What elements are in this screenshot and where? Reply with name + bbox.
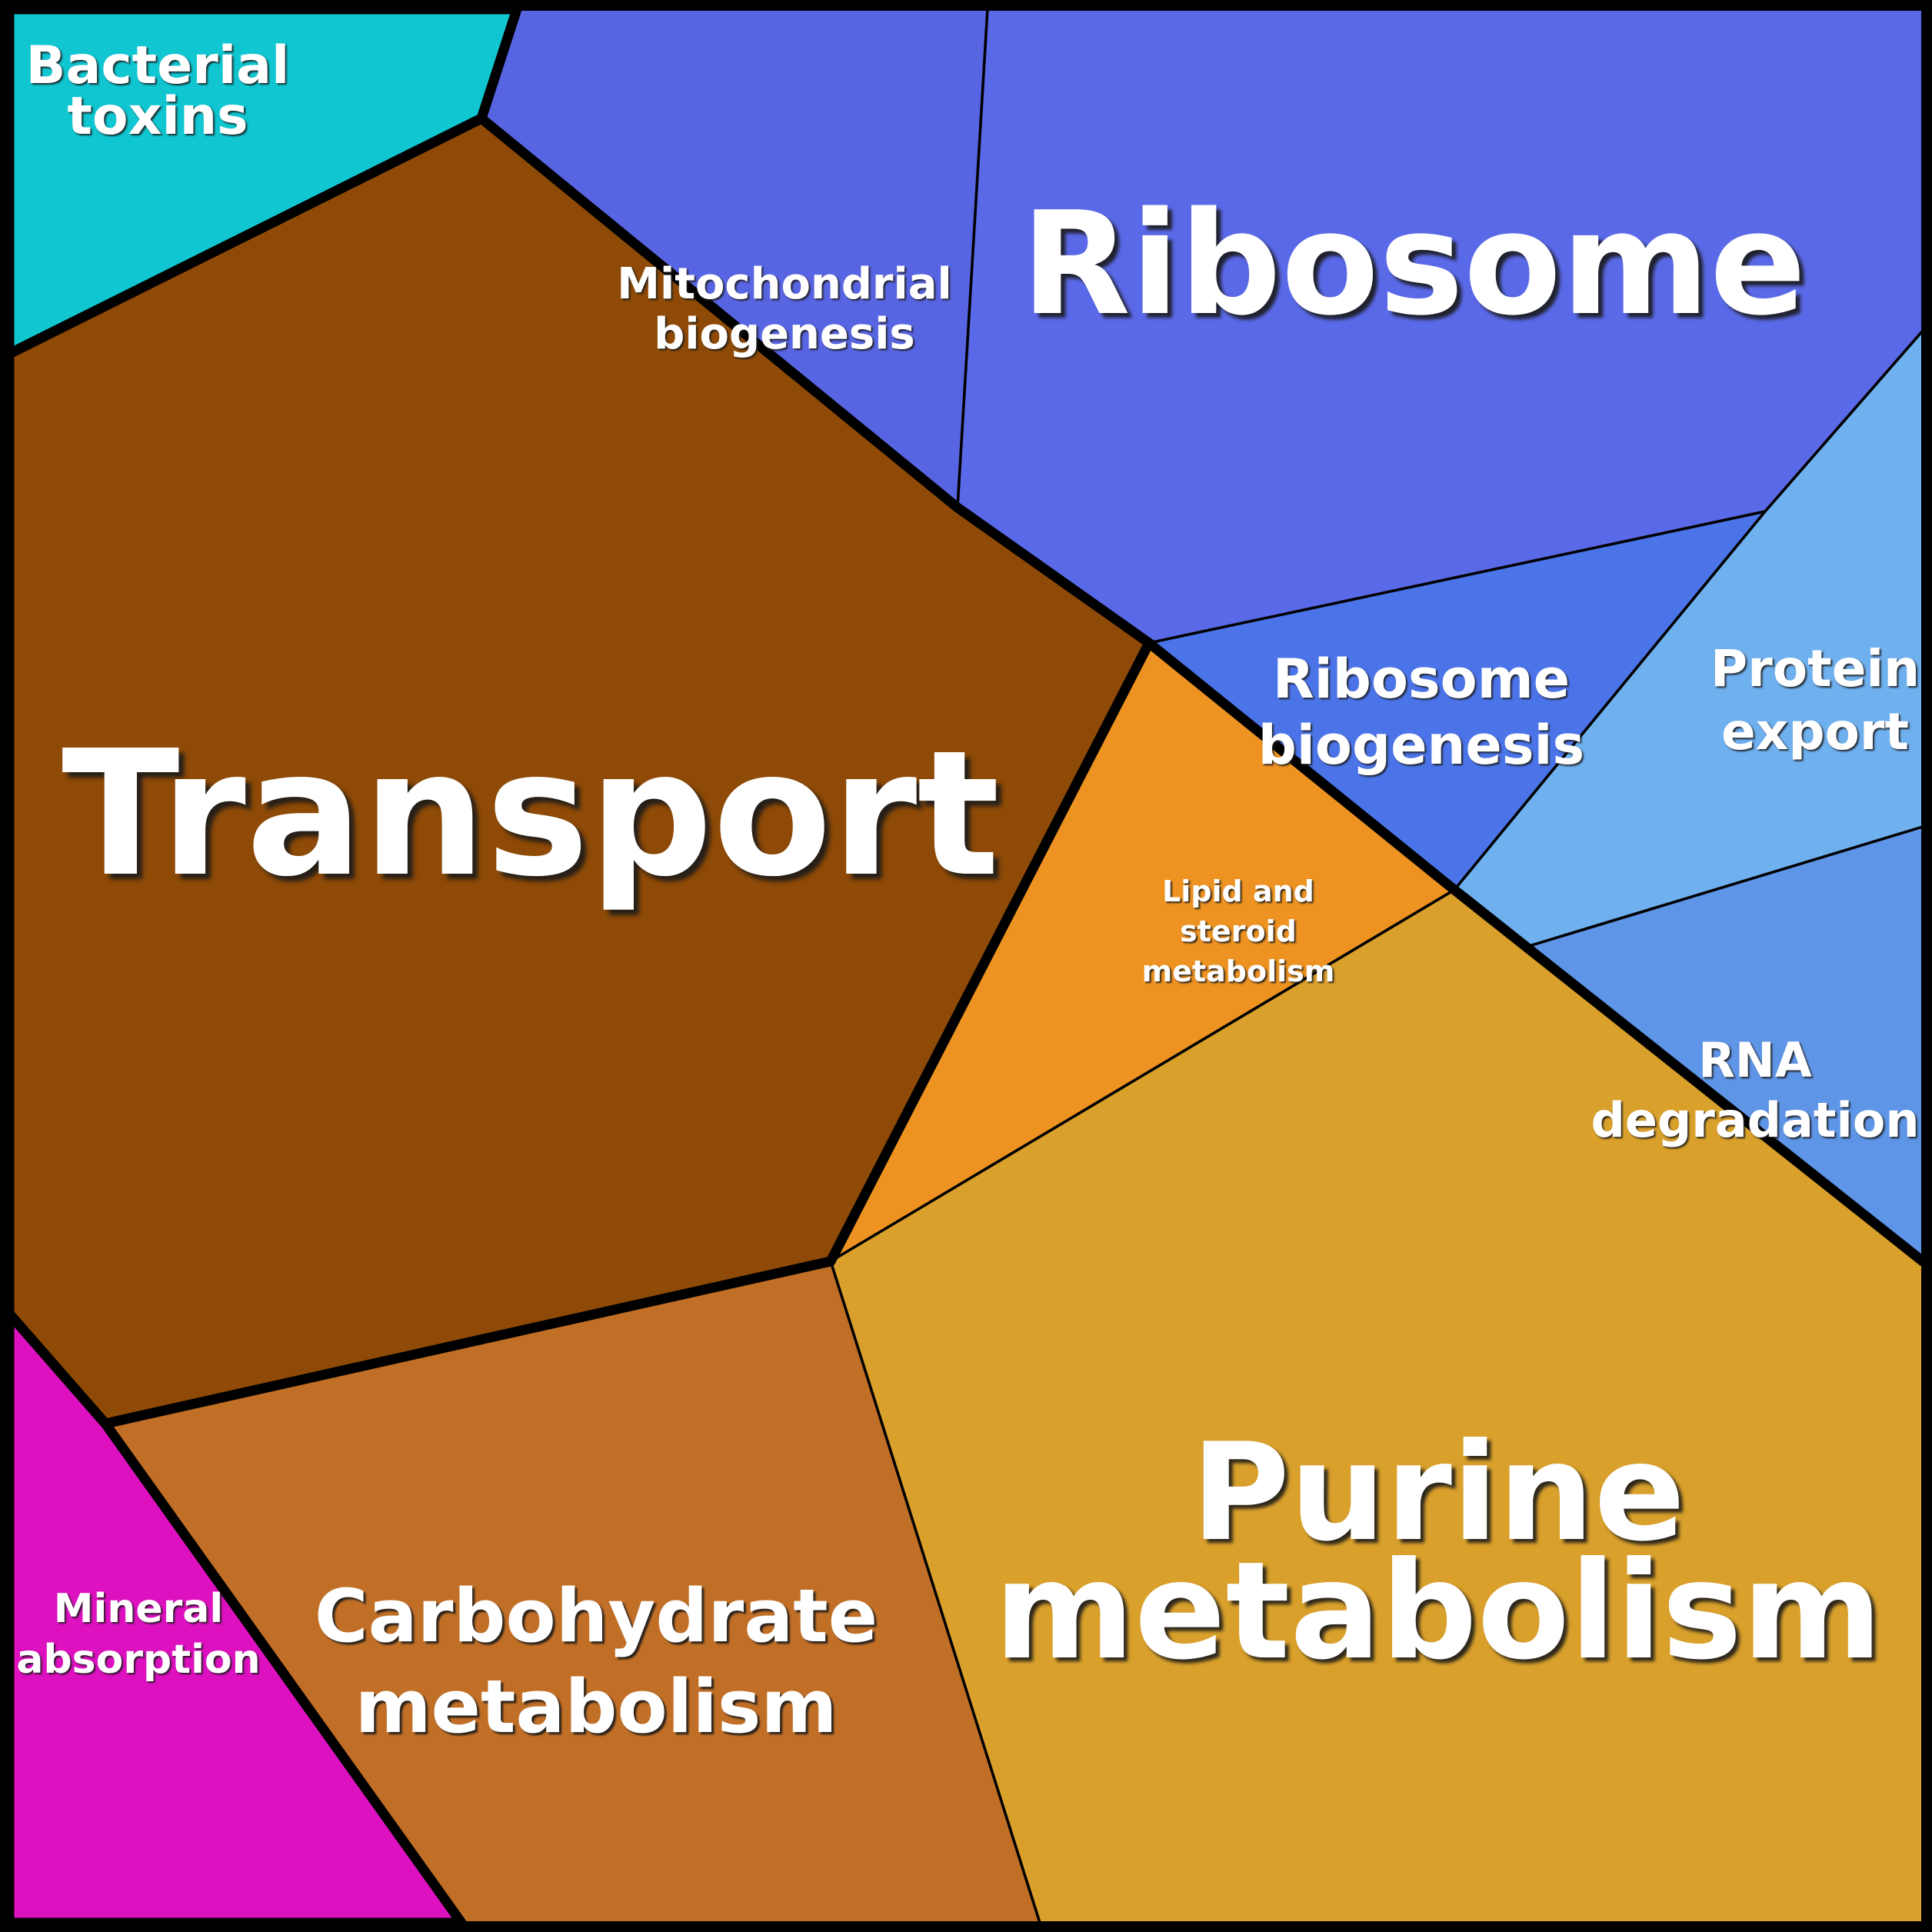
label-transport: Transport [62,714,1000,915]
label-line: Mineral [54,1586,223,1632]
label-line: steroid [1180,914,1297,948]
label-line: Protein [1710,639,1920,698]
label-line: Mitochondrial [617,259,951,309]
label-line: Bacterial [26,35,290,96]
label-line: Ribosome [1021,181,1807,347]
label-line: absorption [16,1637,260,1683]
label-line: metabolism [994,1534,1883,1690]
label-line: Transport [62,714,1000,915]
label-mineral-absorption: Mineral absorption [16,1586,260,1683]
label-line: degradation [1591,1092,1919,1148]
label-line: biogenesis [654,309,915,359]
label-line: Purine [1191,1415,1685,1571]
label-line: Carbohydrate [315,1574,878,1659]
label-lipid-and-steroid-metabolism: Lipid and steroid metabolism [1142,874,1335,988]
label-line: metabolism [355,1665,838,1750]
label-line: biogenesis [1258,714,1584,777]
label-line: toxins [67,86,248,147]
label-line: metabolism [1142,954,1335,988]
label-ribosome: Ribosome [1021,181,1807,347]
genetic-vs-metabolism-cluster-boundary [1144,638,1928,1267]
label-line: RNA [1698,1032,1812,1088]
label-line: Lipid and [1162,874,1314,908]
label-line: export [1721,702,1909,761]
label-line: Ribosome [1273,648,1570,711]
